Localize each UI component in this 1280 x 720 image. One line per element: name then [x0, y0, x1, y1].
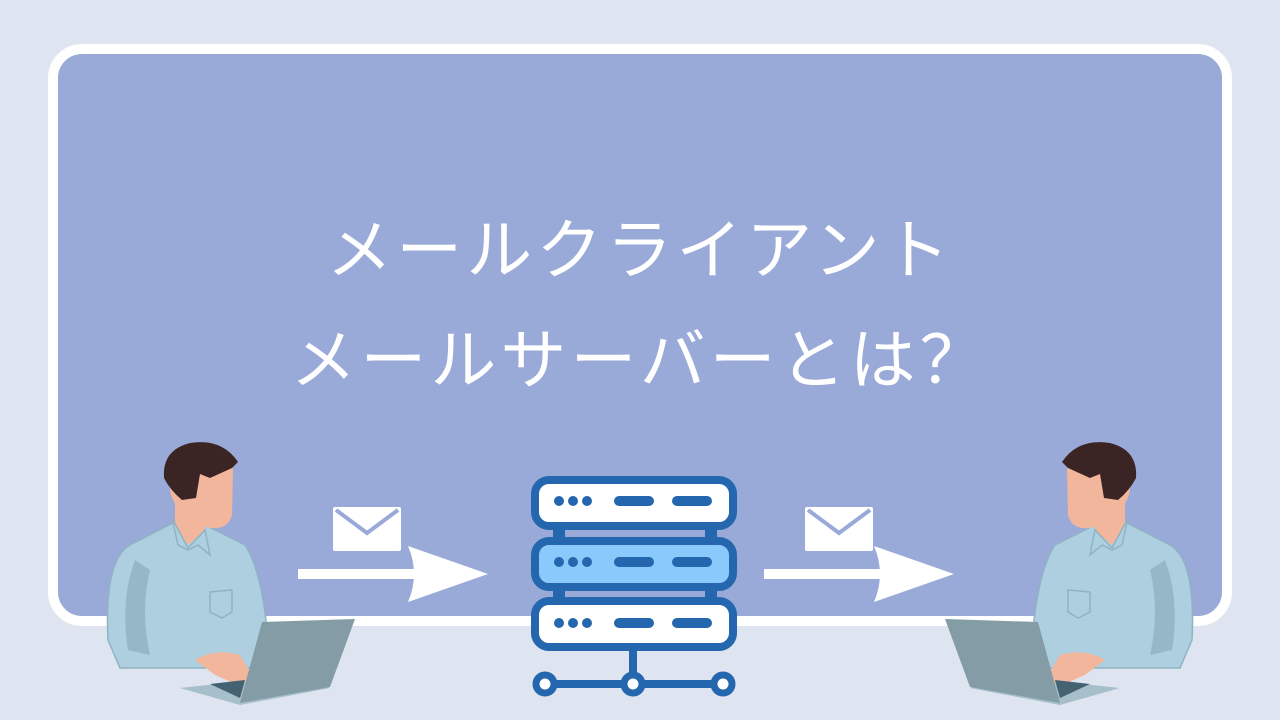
envelope-icon: [803, 505, 875, 553]
server-icon: [531, 476, 737, 697]
page-title: メールクライアント メールサーバーとは？: [0, 196, 1280, 416]
arrow-right-icon: [764, 546, 954, 602]
title-line-1: メールクライアント: [326, 212, 954, 289]
title-line-2: メールサーバーとは？: [290, 322, 990, 399]
recipient-person: [944, 441, 1194, 706]
arrow-right-icon: [298, 546, 488, 602]
envelope-icon: [331, 505, 403, 553]
